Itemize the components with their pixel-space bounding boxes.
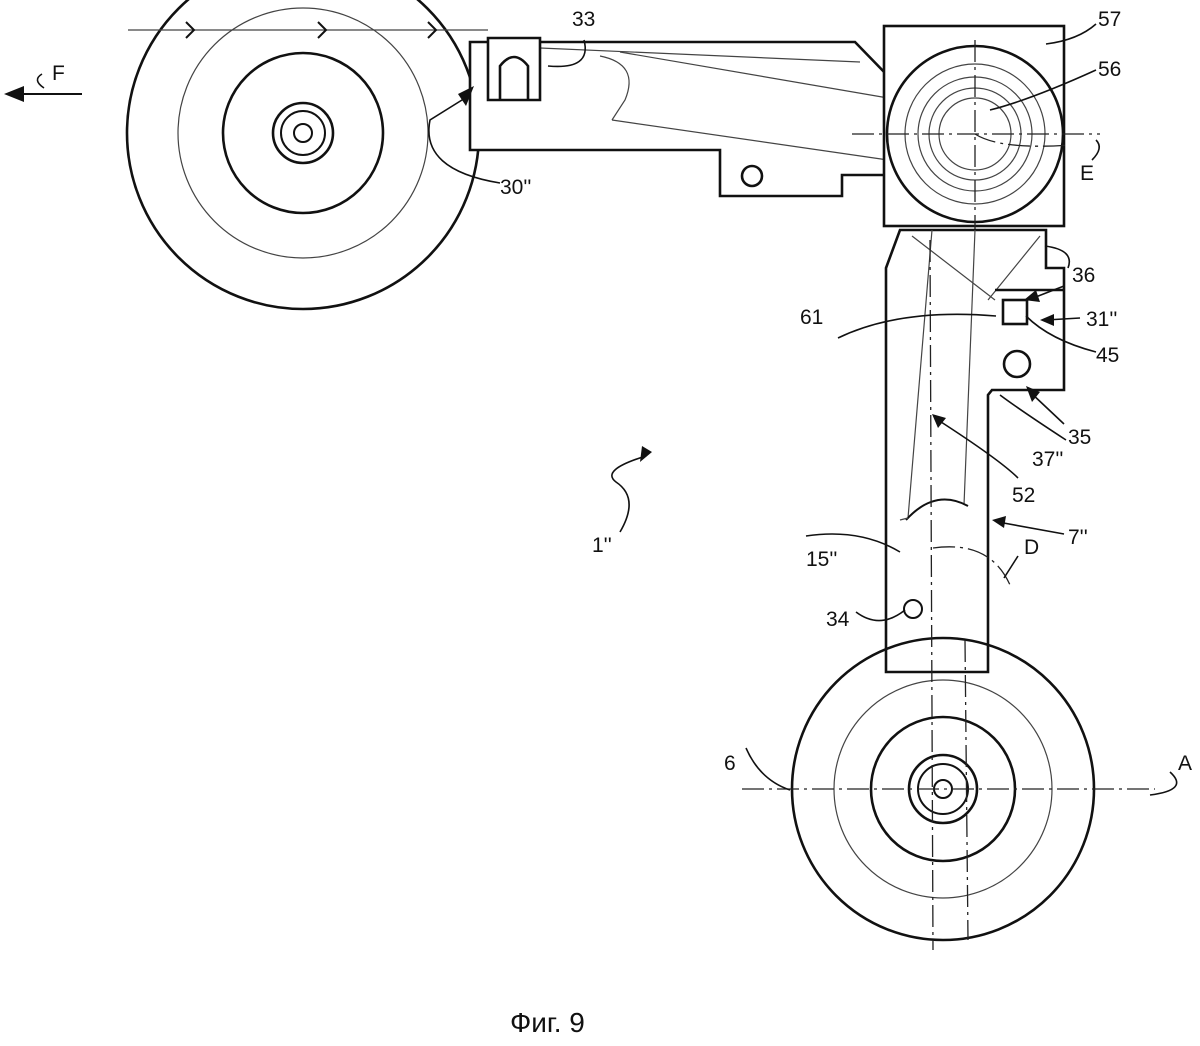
horizontal-arm [468, 40, 890, 198]
pivot-block-57 [852, 24, 1100, 230]
label-E: E [1080, 162, 1094, 185]
hole-35 [1002, 349, 1032, 379]
label-34: 34 [826, 608, 850, 631]
hole-34 [903, 599, 923, 619]
element-45 [1001, 298, 1029, 326]
label-7: 7'' [1068, 526, 1088, 549]
bracket-33 [486, 36, 542, 102]
vertical-leg [884, 228, 1066, 674]
label-33: 33 [572, 8, 595, 31]
label-1: 1'' [592, 534, 612, 557]
label-6: 6 [724, 752, 736, 775]
leader-lines [4, 23, 1178, 796]
label-F: F [52, 62, 65, 85]
break-line [128, 21, 488, 39]
top-wheel [125, 0, 481, 311]
reference-labels: F 33 30'' 57 56 E 36 31'' 61 45 35 37'' … [52, 8, 1192, 775]
figure-caption: Фиг. 9 [510, 1007, 585, 1038]
label-D: D [1024, 536, 1039, 559]
label-56: 56 [1098, 58, 1121, 81]
label-57: 57 [1098, 8, 1121, 31]
label-A: A [1178, 752, 1192, 775]
label-61: 61 [800, 306, 823, 329]
label-37: 37'' [1032, 448, 1063, 471]
label-30: 30'' [500, 176, 531, 199]
label-45: 45 [1096, 344, 1119, 367]
label-35: 35 [1068, 426, 1091, 449]
label-36: 36 [1072, 264, 1095, 287]
label-15: 15'' [806, 548, 837, 571]
label-31: 31'' [1086, 308, 1117, 331]
label-52: 52 [1012, 484, 1035, 507]
bottom-wheel [790, 636, 1096, 942]
